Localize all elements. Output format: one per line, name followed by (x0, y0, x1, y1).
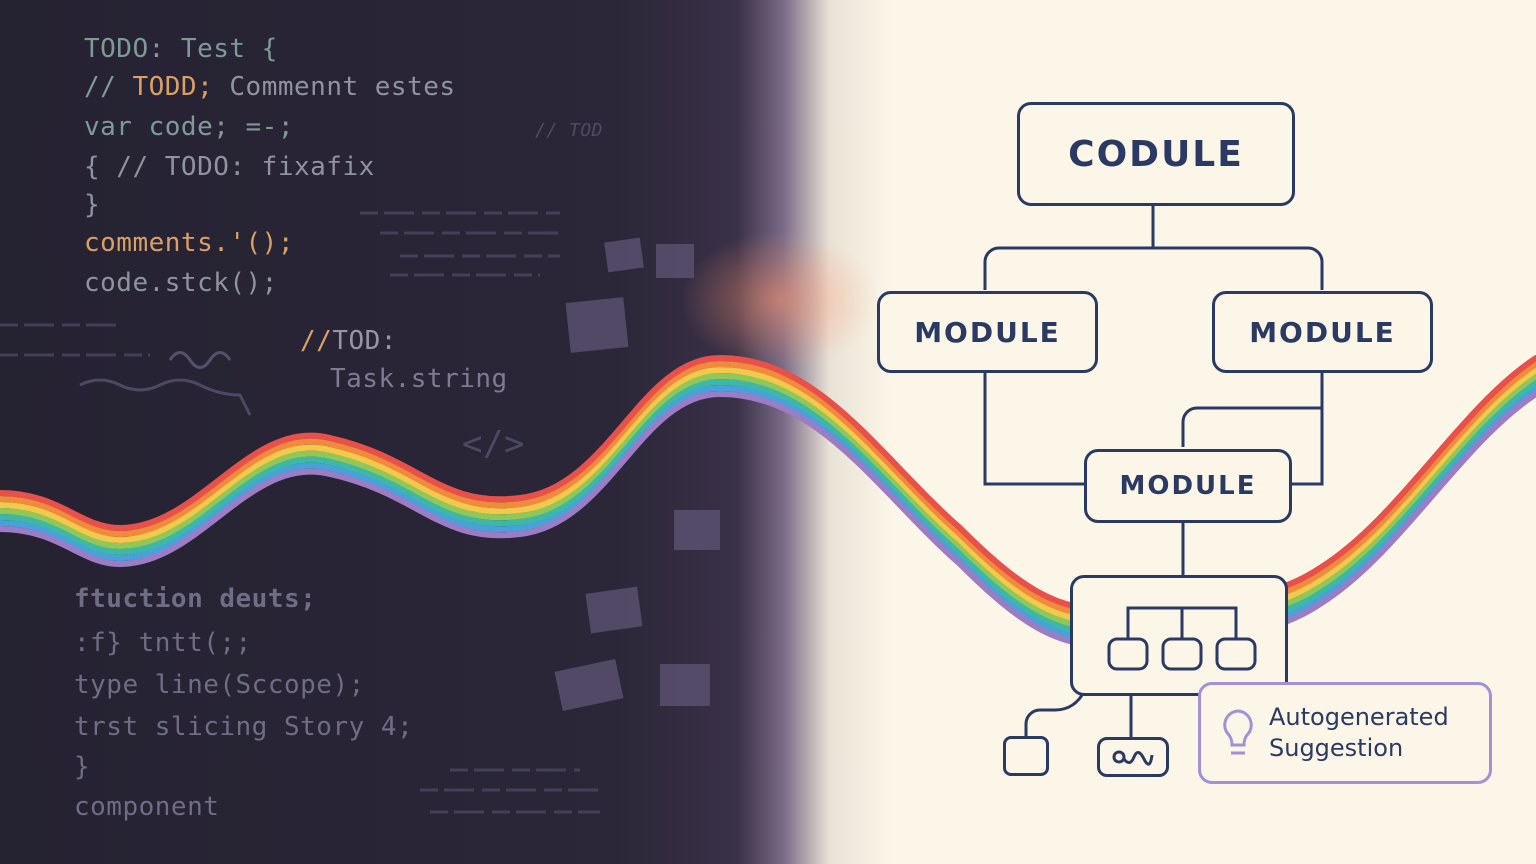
code-line: :f} tntt(;; (74, 628, 252, 658)
todo-highlight: TODD; (132, 72, 214, 102)
code-tag-icon: </> (462, 424, 525, 464)
module-node-left[interactable]: MODULE (877, 291, 1098, 373)
code-line: trst slicing Story 4; (74, 712, 414, 742)
code-line: ftuction deuts; (74, 584, 317, 614)
suggestion-text: Autogenerated Suggestion (1269, 702, 1449, 764)
comment-prefix: // (84, 72, 133, 102)
code-line: code.stck(); (84, 268, 278, 298)
code-line: type line(Sccope); (74, 670, 365, 700)
code-line: TODO: Test { (84, 34, 278, 64)
code-line: { // TODO: fixafix (84, 152, 375, 182)
code-line: } (74, 752, 91, 782)
faint-comment: // TOD (535, 120, 604, 141)
wave-icon (1112, 750, 1154, 766)
module-node-center[interactable]: MODULE (1084, 449, 1292, 523)
code-comment: //TOD: (300, 326, 397, 356)
leaf-node[interactable] (1003, 736, 1049, 776)
sticky-note (674, 510, 720, 550)
autogenerated-suggestion[interactable]: Autogenerated Suggestion (1198, 682, 1492, 784)
comment-text: TOD: (332, 326, 397, 356)
root-node[interactable]: CODULE (1017, 102, 1295, 206)
lightbulb-icon (1223, 709, 1253, 755)
transition-glow (680, 230, 880, 370)
code-line: component (74, 792, 220, 822)
module-node-right[interactable]: MODULE (1212, 291, 1433, 373)
hierarchy-icon (1107, 606, 1257, 671)
suggestion-line-1: Autogenerated (1269, 703, 1449, 731)
comment-prefix: // (300, 326, 333, 356)
code-line-todo: // TODD; Commennt estes (84, 72, 456, 102)
suggestion-line-2: Suggestion (1269, 734, 1404, 762)
code-line: var code; =-; (84, 112, 294, 142)
code-line: comments.'(); (84, 228, 294, 258)
task-string: Task.string (330, 364, 508, 394)
code-line: } (84, 190, 101, 220)
leaf-node-wave[interactable] (1097, 737, 1169, 777)
comment-rest: Commennt estes (213, 72, 456, 102)
submodule-group-node[interactable] (1070, 575, 1288, 696)
sticky-note (656, 244, 694, 278)
sticky-note (660, 664, 710, 706)
